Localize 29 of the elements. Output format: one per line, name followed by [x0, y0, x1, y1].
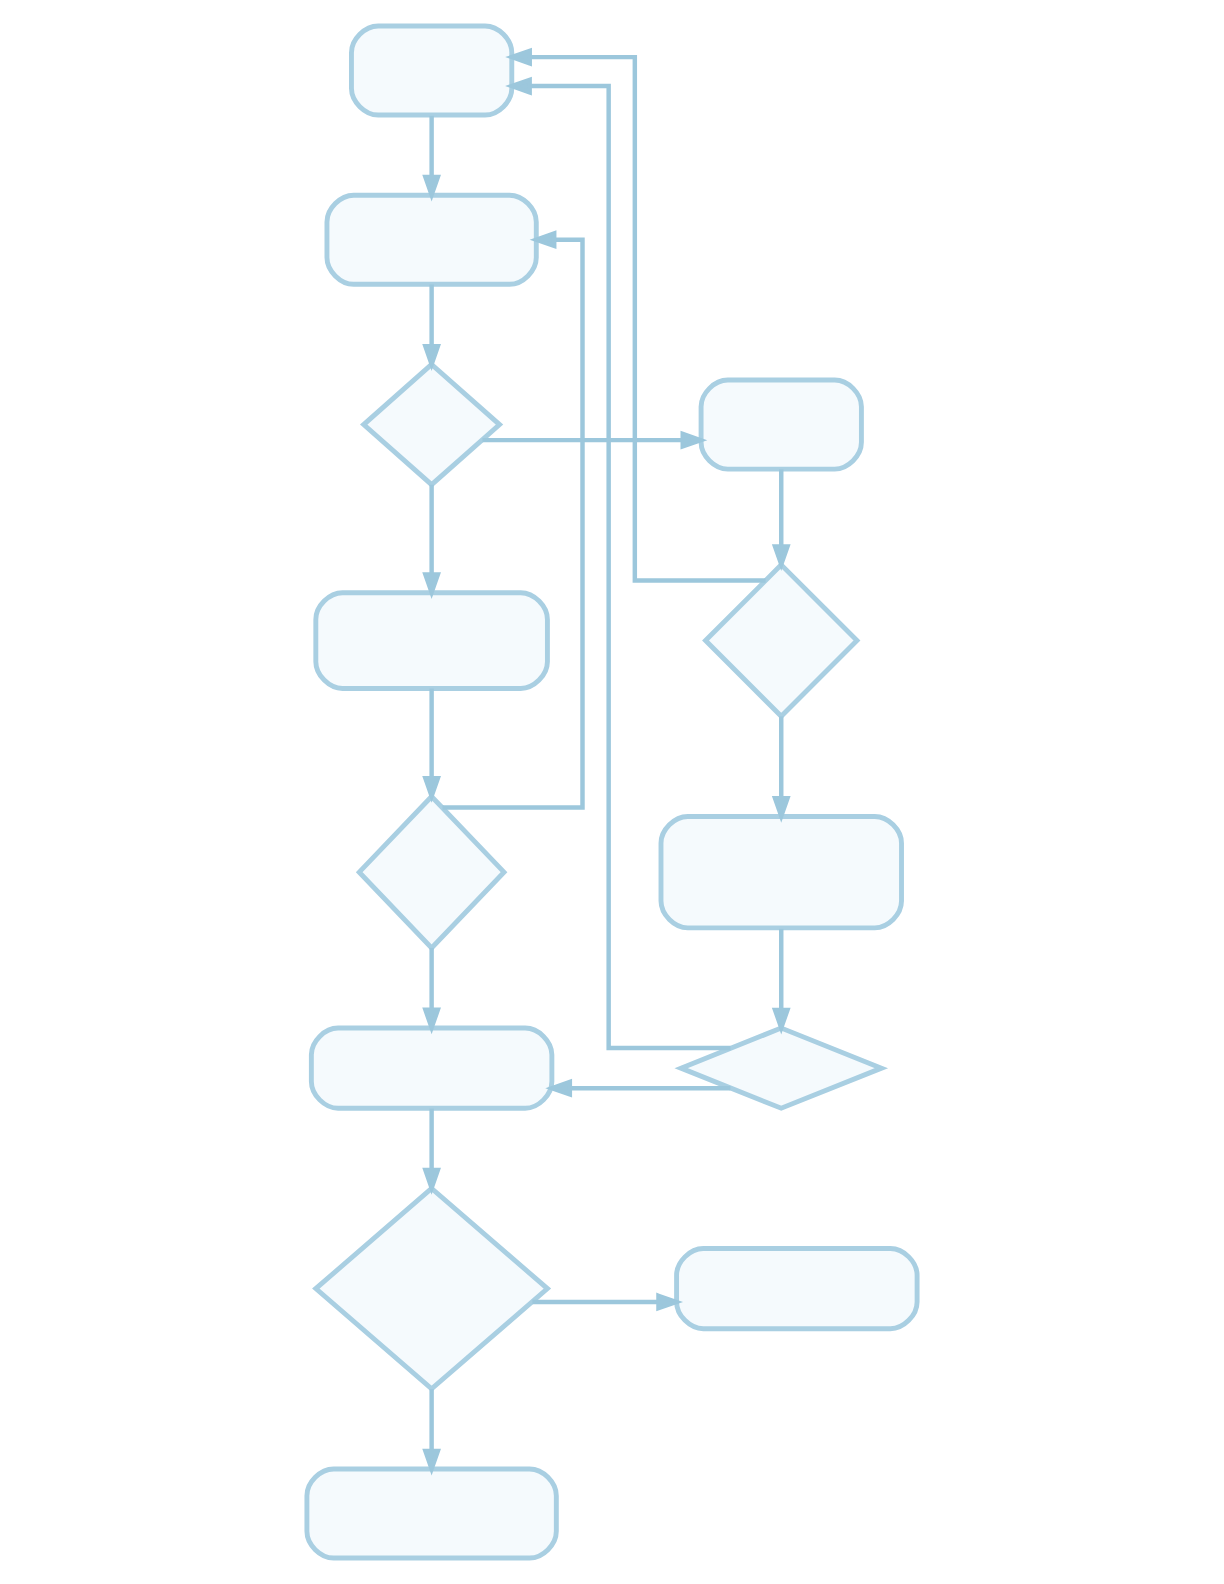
arrow — [532, 1292, 684, 1312]
node-diamond — [312, 1185, 552, 1393]
node-diamond — [355, 792, 508, 952]
node-box — [698, 377, 864, 472]
arrow — [771, 469, 791, 572]
arrow — [482, 430, 708, 450]
arrow — [422, 947, 441, 1035]
node-box — [304, 1466, 559, 1561]
arrow — [545, 1078, 731, 1098]
node-diamond — [360, 361, 504, 488]
arrow — [422, 484, 441, 600]
arrow — [422, 284, 441, 371]
node-box — [324, 192, 539, 287]
arrow — [422, 115, 441, 202]
arrow — [442, 230, 585, 810]
arrow — [771, 716, 791, 823]
arrow — [505, 47, 766, 583]
arrow — [422, 1108, 441, 1195]
arrow — [771, 928, 791, 1035]
node-box — [308, 1025, 555, 1111]
node-box — [349, 23, 515, 118]
node-diamond — [674, 1025, 889, 1111]
node-diamond — [702, 561, 861, 720]
node-box — [313, 590, 550, 691]
arrow — [422, 1389, 441, 1476]
arrow — [422, 688, 441, 803]
arrow — [505, 76, 731, 1051]
node-box — [658, 814, 904, 931]
node-box — [674, 1246, 920, 1332]
